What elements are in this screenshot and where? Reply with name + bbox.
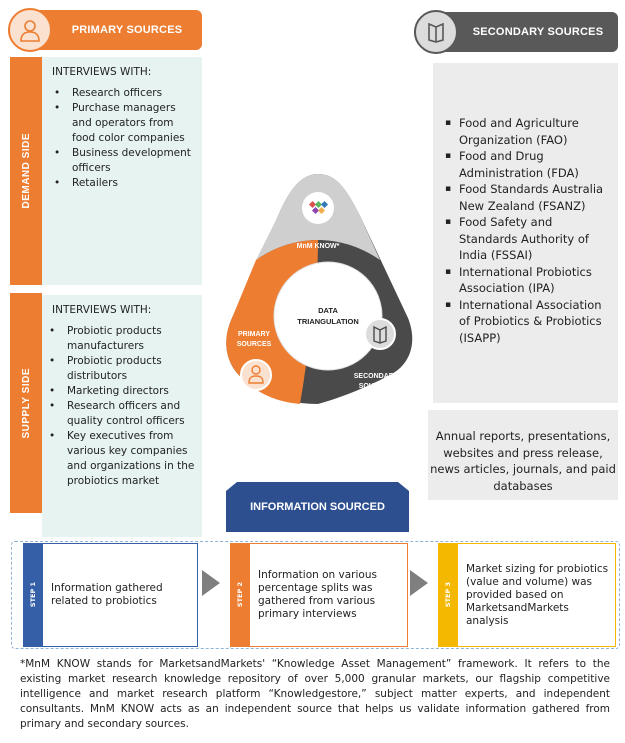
steps-container xyxy=(11,541,620,649)
supply-side-text: SUPPLY SIDE xyxy=(20,367,32,439)
list-item: Purchase managers and operators from foo… xyxy=(54,101,196,146)
list-item: Research officers xyxy=(54,86,196,101)
other-secondary-sources: Annual reports, presentations, websites … xyxy=(428,410,618,500)
primary-sources-title: PRIMARY SOURCES xyxy=(71,24,183,36)
supply-panel-title: INTERVIEWS WITH: xyxy=(52,304,152,316)
primary-label-line1: PRIMARY xyxy=(238,331,270,338)
primary-label-line2: SOURCES xyxy=(237,341,272,348)
step-2-tab-label: STEP 2 xyxy=(236,582,244,608)
secondary-label-line1: SECONDARY xyxy=(354,373,399,380)
arrow-right-icon xyxy=(202,570,220,596)
list-item: Business development officers xyxy=(54,146,196,176)
step-3-tab: STEP 3 xyxy=(438,543,458,647)
demand-panel-title: INTERVIEWS WITH: xyxy=(52,66,152,78)
list-item: Retailers xyxy=(54,176,196,191)
list-item: Marketing directors xyxy=(49,384,196,399)
arrow-right-icon xyxy=(410,570,428,596)
data-triangulation-diagram: MnM KNOW* DATA TRIANGULATION PRIMARY SOU… xyxy=(226,174,413,404)
list-item: International Probiotics Association (IP… xyxy=(445,264,612,297)
supply-side-label: SUPPLY SIDE xyxy=(10,293,42,513)
list-item: Probiotic products manufacturers xyxy=(49,324,196,354)
step-1-tab: STEP 1 xyxy=(23,543,43,647)
secondary-label-line2: SOURCES xyxy=(359,383,394,390)
list-item: Food and Drug Administration (FDA) xyxy=(445,148,612,181)
step-1: STEP 1 Information gathered related to p… xyxy=(23,543,198,647)
list-item: Key executives from various key companie… xyxy=(49,429,196,489)
step-3: STEP 3 Market sizing for probiotics (val… xyxy=(438,543,616,647)
step-2: STEP 2 Information on various percentage… xyxy=(230,543,408,647)
center-label-line1: DATA xyxy=(318,306,338,315)
step-3-text: Market sizing for probiotics (value and … xyxy=(458,543,616,647)
list-item: Food Standards Australia New Zealand (FS… xyxy=(445,181,612,214)
list-item: Probiotic products distributors xyxy=(49,354,196,384)
center-circle xyxy=(273,261,383,371)
list-item: Food and Agriculture Organization (FAO) xyxy=(445,115,612,148)
list-item: Food Safety and Standards Authority of I… xyxy=(445,214,612,264)
step-2-text: Information on various percentage splits… xyxy=(250,543,408,647)
supply-side-panel: INTERVIEWS WITH: Probiotic products manu… xyxy=(42,295,202,537)
list-item: Research officers and quality control of… xyxy=(49,399,196,429)
step-1-text: Information gathered related to probioti… xyxy=(43,543,198,647)
step-2-tab: STEP 2 xyxy=(230,543,250,647)
secondary-sources-title: SECONDARY SOURCES xyxy=(472,26,604,38)
list-item: International Association of Probiotics … xyxy=(445,297,612,347)
footnote: *MnM KNOW stands for MarketsandMarkets' … xyxy=(20,658,610,730)
center-label-line2: TRIANGULATION xyxy=(297,317,359,326)
step-1-tab-label: STEP 1 xyxy=(29,582,37,608)
person-icon xyxy=(240,359,272,391)
information-sourced-banner: INFORMATION SOURCED xyxy=(226,482,409,532)
demand-side-text: DEMAND SIDE xyxy=(20,133,32,209)
secondary-sources-header: SECONDARY SOURCES xyxy=(414,10,618,54)
demand-side-label: DEMAND SIDE xyxy=(10,57,42,285)
book-icon xyxy=(364,318,396,350)
person-icon xyxy=(8,8,52,52)
primary-sources-header: PRIMARY SOURCES xyxy=(8,8,202,52)
demand-side-panel: INTERVIEWS WITH: Research officers Purch… xyxy=(42,57,202,285)
mnm-logo-icon xyxy=(302,192,334,224)
book-icon xyxy=(414,10,458,54)
mnm-know-label: MnM KNOW* xyxy=(297,243,340,250)
step-3-tab-label: STEP 3 xyxy=(444,582,452,608)
secondary-sources-panel: Food and Agriculture Organization (FAO) … xyxy=(433,63,618,403)
